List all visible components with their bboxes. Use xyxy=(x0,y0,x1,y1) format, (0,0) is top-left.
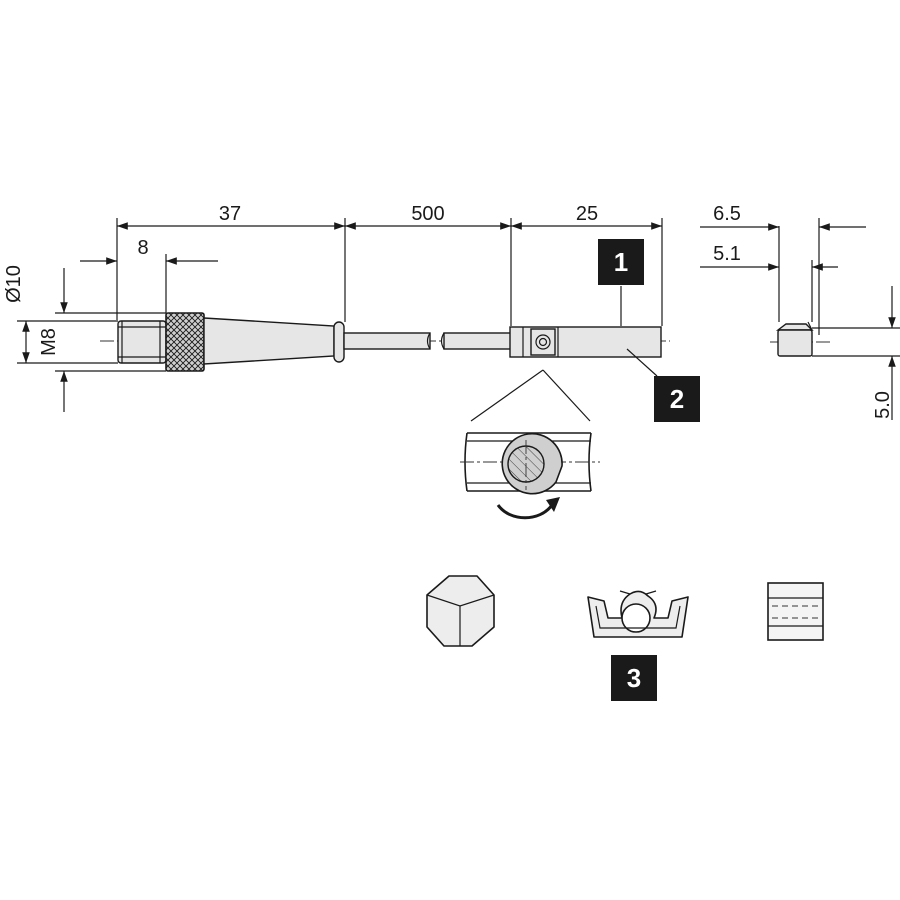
strain-relief xyxy=(203,317,335,365)
dim-25: 25 xyxy=(576,203,598,225)
accessory-cube xyxy=(426,575,495,647)
dim-6-5: 6.5 xyxy=(713,203,741,225)
callout-2-leader xyxy=(626,348,658,377)
svg-text:3: 3 xyxy=(627,663,641,693)
dim-8: 8 xyxy=(137,237,148,259)
svg-text:1: 1 xyxy=(614,247,628,277)
dim-37: 37 xyxy=(219,203,241,225)
sensor-body xyxy=(509,326,662,358)
sensor-side-view xyxy=(100,286,670,377)
callout-2: 2 xyxy=(654,376,700,422)
collar xyxy=(333,321,345,363)
dim-5-0: 5.0 xyxy=(872,391,894,419)
accessory-clip xyxy=(587,590,689,638)
callout-3: 3 xyxy=(611,655,657,701)
thread-section xyxy=(117,320,167,364)
accessory-sleeve xyxy=(767,582,824,641)
svg-text:2: 2 xyxy=(670,384,684,414)
sensor-end-view xyxy=(700,218,900,420)
dim-500: 500 xyxy=(411,203,444,225)
dim-5-1: 5.1 xyxy=(713,243,741,265)
cable xyxy=(343,332,513,350)
detail-view xyxy=(460,369,600,520)
callout-1: 1 xyxy=(598,239,644,285)
dimension-lines xyxy=(17,218,663,412)
dim-thread: M8 xyxy=(38,328,60,356)
knurled-nut xyxy=(165,312,205,372)
dim-diameter: Ø10 xyxy=(3,265,25,303)
